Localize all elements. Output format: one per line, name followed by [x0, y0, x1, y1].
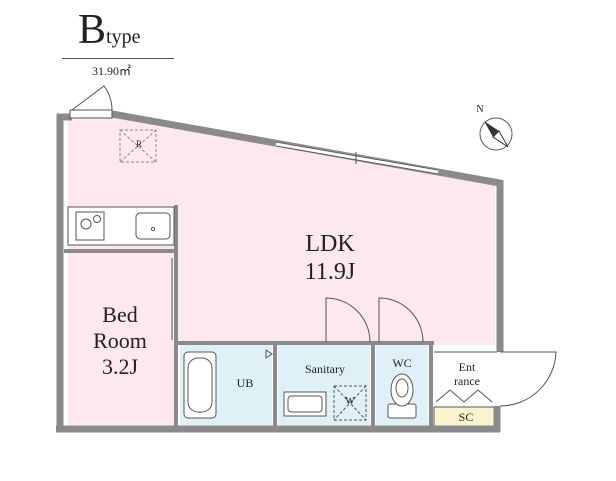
- washer-space: [333, 385, 367, 421]
- entrance-shoes-icon: [435, 389, 493, 403]
- compass-needle-icon: [484, 121, 499, 137]
- burner-icon: [80, 218, 92, 230]
- sanitary-door-swing: [325, 297, 371, 343]
- type-letter: B: [78, 7, 107, 53]
- sink: [135, 212, 171, 240]
- sanitary-label: Sanitary: [305, 362, 345, 376]
- floor-area: 31.90㎡: [92, 64, 132, 78]
- bedroom-floor: [68, 253, 174, 425]
- outer-wall: [111, 110, 504, 352]
- washer-cross-a: [333, 385, 367, 421]
- bathtub-inner: [187, 357, 213, 413]
- washer-mark: W: [345, 396, 355, 407]
- washbasin-bowl: [287, 395, 323, 413]
- unit-bath-label: UB: [236, 376, 254, 390]
- shoe-closet-label: SC: [458, 410, 474, 424]
- entrance-line1: Ent: [458, 360, 476, 374]
- plan-type-title: Btype: [78, 6, 140, 54]
- title-underline: [62, 58, 174, 59]
- type-suffix: type: [106, 26, 141, 48]
- toilet-bowl: [390, 373, 414, 407]
- refrigerator-mark: R: [135, 139, 142, 149]
- wc-label: WC: [392, 356, 412, 370]
- window: [275, 141, 439, 175]
- bathtub: [183, 351, 217, 419]
- toilet-seat: [395, 378, 409, 398]
- bedroom-size: 3.2J: [101, 354, 139, 379]
- window-line-b: [275, 145, 439, 175]
- bedroom-name-line2: Room: [93, 328, 147, 353]
- compass-north-label: N: [476, 104, 484, 115]
- top-left-door-swing: [71, 85, 113, 111]
- refrigerator-cross-b: [119, 129, 157, 163]
- entrance-door-swing: [499, 351, 557, 407]
- burner-icon: [93, 215, 101, 223]
- ldk-name: LDK: [305, 231, 355, 257]
- entrance-floor: [434, 345, 494, 407]
- washer-cross-b: [333, 385, 367, 421]
- shower-icon: [265, 349, 273, 359]
- window-line-a: [275, 141, 439, 171]
- bedroom-name-line1: Bed: [102, 302, 138, 327]
- top-left-door-frame: [69, 109, 113, 119]
- entrance-line2: rance: [454, 374, 480, 388]
- refrigerator-space: [119, 129, 157, 163]
- compass-needle-tail-icon: [492, 130, 509, 148]
- wc-door-swing: [378, 297, 424, 343]
- sink-drain-icon: [150, 226, 156, 232]
- refrigerator-cross-a: [119, 129, 157, 163]
- ldk-size: 11.9J: [304, 259, 356, 285]
